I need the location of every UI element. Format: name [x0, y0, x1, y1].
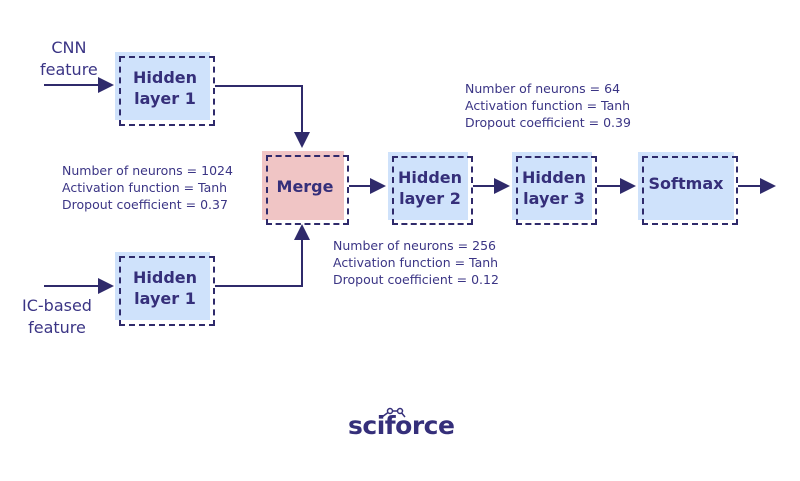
node-label: Softmax: [648, 173, 724, 193]
param-neurons: Number of neurons = 64: [465, 81, 621, 96]
node-label: Hidden layer 3: [521, 168, 587, 208]
node-label: Hidden layer 1: [132, 68, 198, 108]
param-dropout: Dropout coefficient = 0.37: [62, 197, 228, 212]
layer1-params: Number of neurons = 1024 Activation func…: [62, 162, 233, 213]
node-label: Merge: [276, 176, 334, 196]
param-neurons: Number of neurons = 1024: [62, 163, 233, 178]
param-activation: Activation function = Tanh: [333, 255, 499, 270]
sciforce-logo: sciforce: [348, 411, 455, 440]
cnn-feature-label: CNN feature: [40, 38, 98, 79]
ic-feature-label: IC-based feature: [22, 296, 92, 337]
param-dropout: Dropout coefficient = 0.39: [465, 115, 631, 130]
layer2-params: Number of neurons = 256 Activation funct…: [333, 237, 499, 288]
node-label: Hidden layer 2: [397, 168, 463, 208]
param-neurons: Number of neurons = 256: [333, 238, 496, 253]
node-label: Hidden layer 1: [132, 268, 198, 308]
logo-network-icon: [381, 407, 406, 418]
param-activation: Activation function = Tanh: [62, 180, 228, 195]
layer3-params: Number of neurons = 64 Activation functi…: [465, 80, 631, 131]
arrow-hidden1-top-to-merge: [215, 85, 310, 148]
param-activation: Activation function = Tanh: [465, 98, 631, 113]
param-dropout: Dropout coefficient = 0.12: [333, 272, 499, 287]
arrow-hidden1-bottom-to-merge: [215, 224, 310, 287]
